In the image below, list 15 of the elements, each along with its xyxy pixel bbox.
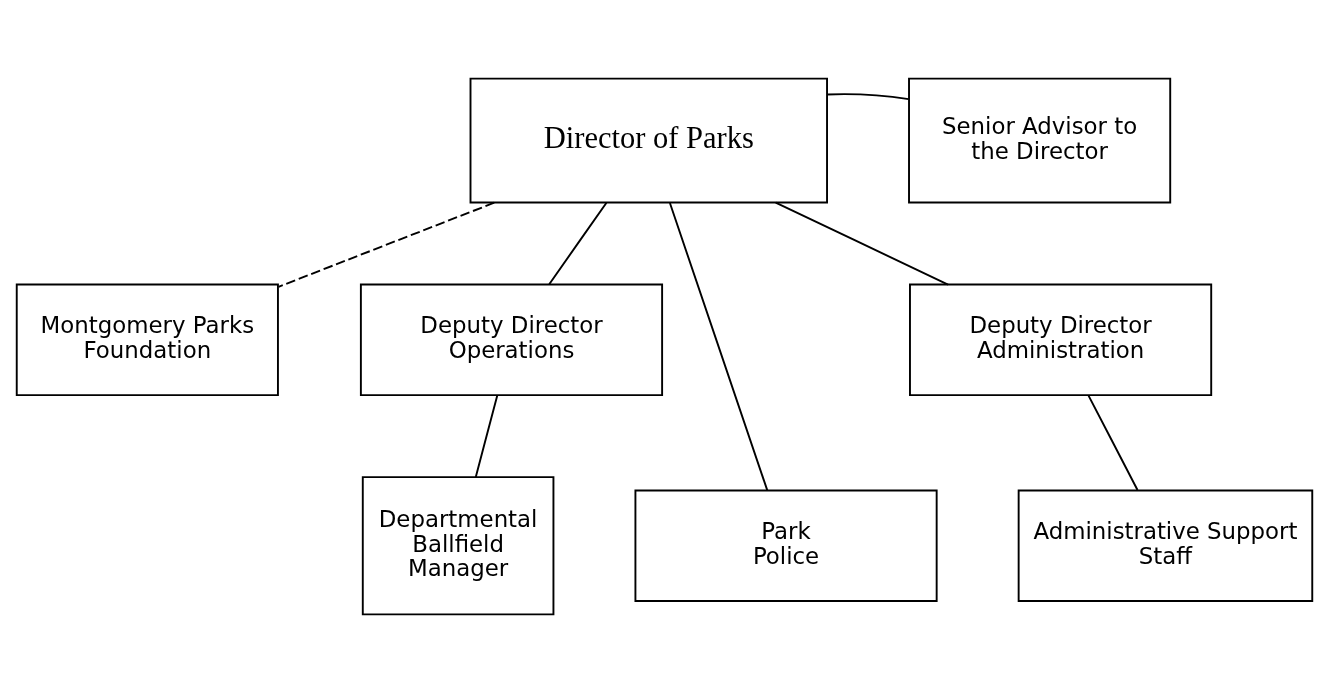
connector — [774, 201, 949, 285]
node-box: Park Police — [634, 489, 938, 602]
node-box: Deputy Director Administration — [909, 283, 1213, 396]
node-box: Deputy Director Operations — [359, 283, 664, 396]
node-box: Departmental Ballfield Manager — [361, 475, 555, 615]
connector — [474, 393, 499, 478]
connector — [826, 92, 910, 100]
connector — [1087, 393, 1139, 491]
node-box: Montgomery Parks Foundation — [15, 283, 279, 396]
connector — [277, 201, 496, 288]
connector — [668, 201, 769, 491]
connector — [548, 201, 608, 285]
node-box: Administrative Support Staff — [1017, 489, 1314, 602]
node-box: Director of Parks — [469, 77, 828, 203]
node-box: Senior Advisor to the Director — [908, 77, 1172, 203]
